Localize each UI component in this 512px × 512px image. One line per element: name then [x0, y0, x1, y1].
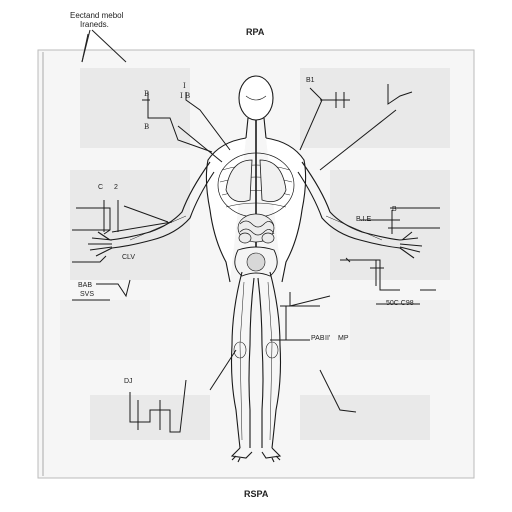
- background-panels: [60, 68, 450, 440]
- human-figure: [88, 75, 423, 463]
- callout-right-mid: B.I.E: [356, 216, 372, 223]
- intestines: [237, 213, 275, 244]
- callout-pab: PAB: [311, 335, 325, 342]
- lungs: [225, 159, 287, 203]
- note-pointers: [81, 29, 127, 63]
- callout-clv: CLV: [122, 254, 136, 261]
- top-label: RPA: [246, 27, 265, 37]
- callout-mid-tick: II': [325, 335, 331, 342]
- callout-right-code: 50C C98: [386, 300, 414, 307]
- bottom-label: RSPA: [244, 489, 269, 499]
- callout-top-left-2: B: [144, 90, 150, 98]
- left-leg: [230, 271, 255, 449]
- right-hand: [399, 231, 423, 259]
- callout-dj: DJ: [124, 378, 133, 385]
- callout-top-center-2: B: [185, 92, 191, 100]
- callout-top-left-3: B: [144, 123, 150, 131]
- callout-top-left-1: I: [183, 82, 186, 90]
- callout-mp: MP: [338, 335, 349, 342]
- left-hand: [88, 231, 113, 257]
- callout-b1: B1: [306, 77, 315, 84]
- callout-bab-left2: SVS: [80, 291, 95, 298]
- right-foot: [261, 447, 282, 463]
- note-line-1: Eectand mebol: [70, 11, 124, 20]
- callout-right-small: B: [392, 206, 397, 213]
- callout-top-center-1: I: [180, 92, 183, 100]
- callout-two: 2: [114, 184, 118, 191]
- callout-c: C: [98, 184, 104, 191]
- callout-bab-left: BAB: [78, 282, 93, 289]
- right-leg: [257, 271, 282, 449]
- left-foot: [230, 447, 253, 463]
- leader-lines: [72, 84, 440, 433]
- note-line-2: Iraneds.: [80, 20, 109, 29]
- head: [238, 75, 274, 121]
